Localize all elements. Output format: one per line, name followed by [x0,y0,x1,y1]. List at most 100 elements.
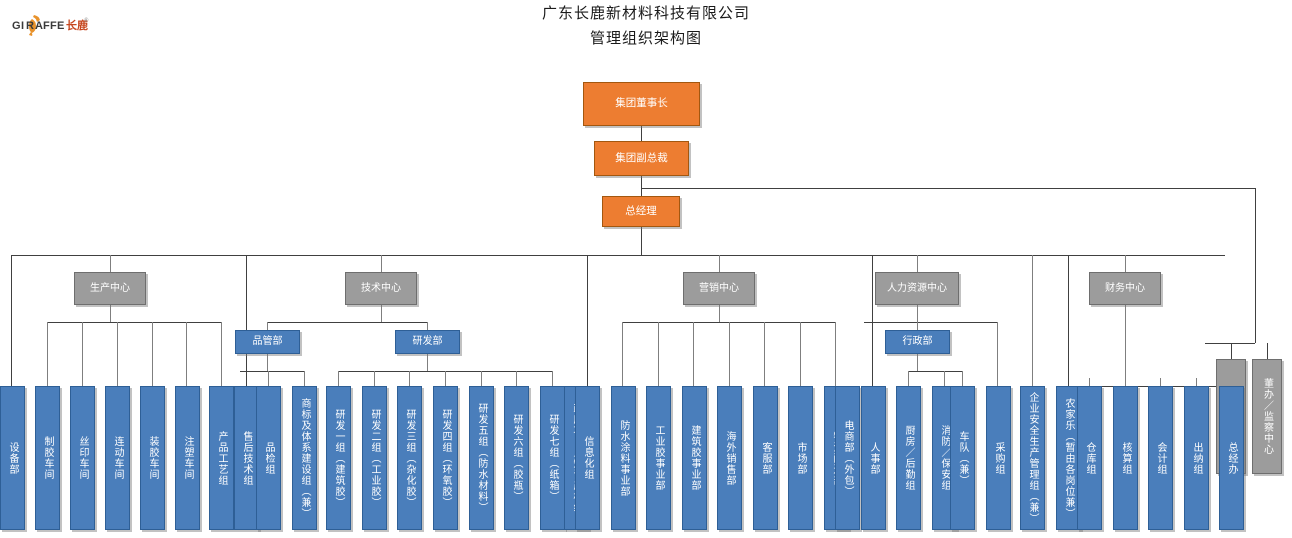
node-rnd-group-6[interactable]: 研发六组（胶瓶） [504,386,529,530]
connector-marketing-child-4 [729,322,730,386]
node-after-sales-technical-group-label: 售后技术组 [241,430,252,486]
node-accounting-group[interactable]: 会计组 [1148,386,1173,530]
node-silkscreen-workshop[interactable]: 丝印车间 [70,386,95,530]
node-glue-workshop[interactable]: 制胶车间 [35,386,60,530]
node-board-office[interactable]: 董办／监察中心 [1252,359,1282,474]
connector-admin-drop [917,354,918,371]
node-hr-center[interactable]: 人力资源中心 [875,272,959,305]
connector-quality-bus [240,371,304,372]
node-finance-center-label: 财务中心 [1105,282,1145,294]
connector-audit-stub [1231,343,1232,359]
node-farmhouse-group-label: 农家乐（暂由各岗位兼） [1063,397,1074,519]
node-cashier-group[interactable]: 出纳组 [1184,386,1209,530]
connector-hr-drop [917,305,918,322]
connector-bus-informatization [587,255,588,386]
node-customer-service-department[interactable]: 客服部 [753,386,778,530]
node-purchasing-group-label: 采购组 [993,441,1004,475]
connector-production-bus [47,322,221,323]
node-quality-department[interactable]: 品管部 [235,330,300,354]
node-trademark-system-group-label: 商标及体系建设组（兼） [299,397,310,519]
node-construction-adhesive-bu-label: 建筑胶事业部 [689,425,700,491]
node-personnel-department[interactable]: 人事部 [861,386,886,530]
node-vice-president[interactable]: 集团副总裁 [594,141,689,176]
connector-production-child-2 [82,322,83,386]
node-ecommerce-department-label: 电商部（外包） [842,419,853,497]
node-technology-center[interactable]: 技术中心 [345,272,417,305]
connector-quality-child-2 [304,371,305,386]
node-market-department[interactable]: 市场部 [788,386,813,530]
connector-bus-safety [1032,255,1033,386]
node-customer-service-department-label: 客服部 [760,441,771,475]
node-waterproof-coating-bu[interactable]: 防水涂料事业部 [611,386,636,530]
connector-main-bus [11,255,1225,256]
node-warehouse-group-label: 仓库组 [1084,441,1095,475]
connector-chairman-vicepres [641,126,642,141]
node-personnel-department-label: 人事部 [868,441,879,475]
connector-production-child-6 [221,322,222,386]
node-finance-center[interactable]: 财务中心 [1089,272,1161,305]
node-informatization-group[interactable]: 信息化组 [575,386,600,530]
connector-technology-bus [267,322,427,323]
node-equipment[interactable]: 设备部 [0,386,25,530]
node-ecommerce-department[interactable]: 电商部（外包） [835,386,860,530]
connector-bus-marketing [719,255,720,272]
node-overseas-sales-department[interactable]: 海外销售部 [717,386,742,530]
node-admin-department[interactable]: 行政部 [885,330,950,354]
node-construction-adhesive-bu[interactable]: 建筑胶事业部 [682,386,707,530]
node-rnd-group-4[interactable]: 研发四组（环氧胶） [433,386,458,530]
connector-rnd-child-5 [481,371,482,386]
connector-hr-admin [917,322,918,330]
node-chairman[interactable]: 集团董事长 [583,82,700,126]
node-kitchen-logistics-group[interactable]: 厨房／后勤组 [896,386,921,530]
connector-rnd-drop [427,354,428,371]
node-accounting-calculation-group[interactable]: 核算组 [1113,386,1138,530]
svg-text:F: F [43,20,50,32]
connector-production-drop [110,305,111,322]
node-rnd-group-3[interactable]: 研发三组（杂化胶） [397,386,422,530]
node-general-manager[interactable]: 总经理 [602,196,680,227]
node-rnd-group-1[interactable]: 研发一组（建筑胶） [326,386,351,530]
title-line-1: 广东长鹿新材料科技有限公司 [541,6,750,22]
connector-finance-child-4 [1196,378,1197,386]
node-glue-filling-workshop[interactable]: 装胶车间 [140,386,165,530]
node-safety-production-management-group-label: 企业安全生产管理组（兼） [1027,392,1038,524]
node-inspection-group[interactable]: 品检组 [256,386,281,530]
svg-text:长鹿: 长鹿 [66,18,88,32]
node-linkage-workshop[interactable]: 连动车间 [105,386,130,530]
connector-quality-drop [267,354,268,371]
node-rnd-department[interactable]: 研发部 [395,330,460,354]
node-trademark-system-group[interactable]: 商标及体系建设组（兼） [292,386,317,530]
node-rnd-group-2-label: 研发二组（工业胶） [369,408,380,508]
node-accounting-calculation-group-label: 核算组 [1120,441,1131,475]
node-fire-security-group-label: 消防／保安组 [939,425,950,491]
connector-bus-after-sales [246,255,247,386]
node-purchasing-group[interactable]: 采购组 [986,386,1011,530]
node-rnd-group-3-label: 研发三组（杂化胶） [404,408,415,508]
node-marketing-center[interactable]: 营销中心 [683,272,755,305]
node-quality-department-label: 品管部 [252,336,283,347]
node-glue-filling-workshop-label: 装胶车间 [147,436,158,480]
node-injection-workshop[interactable]: 注塑车间 [175,386,200,530]
node-rnd-group-2[interactable]: 研发二组（工业胶） [362,386,387,530]
connector-bus-finance [1125,255,1126,272]
node-industrial-adhesive-bu[interactable]: 工业胶事业部 [646,386,671,530]
node-safety-production-management-group[interactable]: 企业安全生产管理组（兼） [1020,386,1045,530]
node-hr-center-label: 人力资源中心 [887,282,947,294]
node-inspection-group-label: 品检组 [263,441,274,475]
node-product-process-group[interactable]: 产品工艺组 [209,386,234,530]
node-farmhouse-group[interactable]: 农家乐（暂由各岗位兼） [1056,386,1081,530]
svg-text:E: E [57,20,64,32]
connector-marketing-child-5 [764,322,765,386]
node-rnd-group-5[interactable]: 研发五组（防水材料） [469,386,494,530]
node-warehouse-group[interactable]: 仓库组 [1077,386,1102,530]
node-fleet-group-label: 车队（兼） [957,430,968,486]
node-injection-workshop-label: 注塑车间 [182,436,193,480]
node-gm-office[interactable]: 总经办 [1219,386,1244,530]
node-board-office-label: 董办／监察中心 [1261,378,1273,455]
node-fleet-group[interactable]: 车队（兼） [950,386,975,530]
connector-production-child-3 [117,322,118,386]
node-rnd-group-7[interactable]: 研发七组（纸箱） [540,386,565,530]
node-linkage-workshop-label: 连动车间 [112,436,123,480]
node-production-center[interactable]: 生产中心 [74,272,146,305]
node-admin-department-label: 行政部 [902,336,933,347]
